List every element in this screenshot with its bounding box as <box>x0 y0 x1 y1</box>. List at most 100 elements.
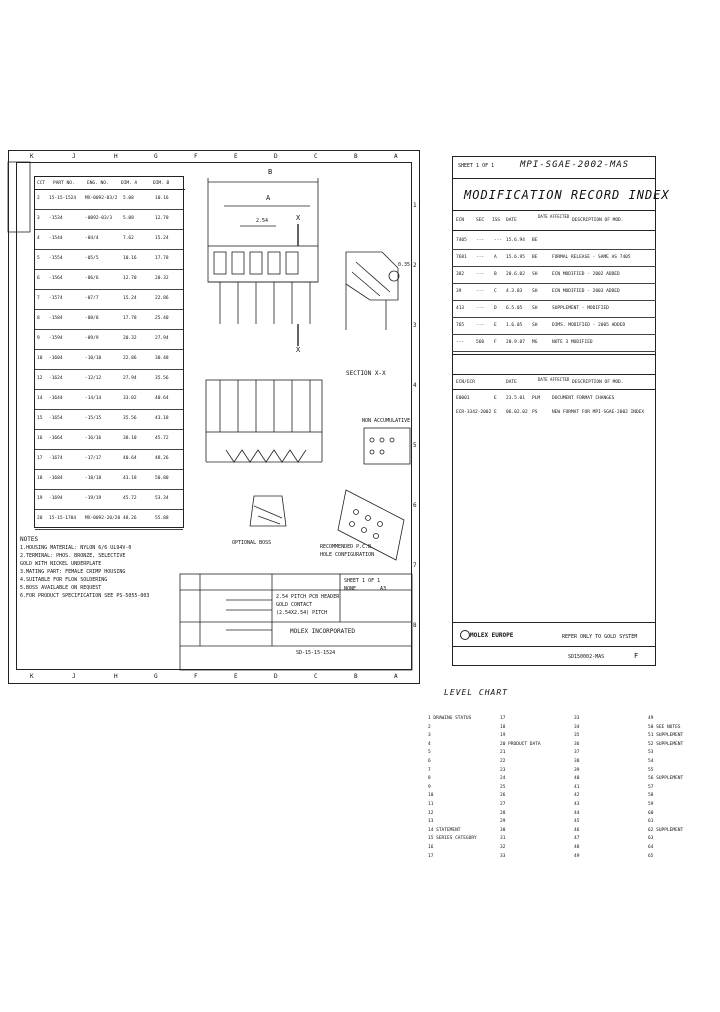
grid-letter: F <box>194 673 198 680</box>
level-chart-entry: 57 <box>648 784 654 790</box>
footer-header-date: DATE <box>506 380 517 385</box>
level-chart-entry: 29 <box>500 819 506 825</box>
cell-a: 15.24 <box>123 296 137 301</box>
cell-b: 45.72 <box>155 436 169 441</box>
level-chart-entry: 23 <box>500 767 506 773</box>
mod-footer-cell-ecn: ECR-3342-2002 <box>456 410 492 415</box>
cell-eng: -19/19 <box>85 496 102 501</box>
level-chart-entry: 28 <box>500 810 506 816</box>
divider <box>452 646 656 647</box>
mod-cell-chk: BE <box>532 238 538 243</box>
doc-number: SD-15-15-1524 <box>296 650 336 656</box>
level-chart-entry: 56 SUPPLEMENT <box>648 776 684 782</box>
pcb-label-2: HOLE CONFIGURATION <box>320 552 375 558</box>
level-chart-entry: 34 <box>574 724 580 730</box>
mod-cell-date: 1.6.05 <box>506 323 523 328</box>
grid-letter: A <box>394 153 398 160</box>
grid-letter: C <box>314 673 318 680</box>
cell-part: 15-15-1524 <box>49 196 77 201</box>
cell-part: -1534 <box>49 216 63 221</box>
mod-cell-iss: F <box>494 340 497 345</box>
cell-cct: 2 <box>37 196 40 201</box>
cell-a: 12.70 <box>123 276 137 281</box>
grid-letter: B <box>354 153 358 160</box>
cell-part: -1564 <box>49 276 63 281</box>
level-chart-entry: 46 <box>574 827 580 833</box>
header-part-no: PART NO. <box>53 181 75 186</box>
grid-number: 1 <box>413 202 417 209</box>
level-chart-entry: 7 <box>428 767 431 773</box>
level-chart-entry: 51 SUPPLEMENT <box>648 733 684 739</box>
cell-cct: 3 <box>37 216 40 221</box>
level-chart-entry: 54 <box>648 759 654 764</box>
mod-cell-chk: SH <box>532 306 538 311</box>
grid-number: 6 <box>413 502 417 509</box>
cell-part: -1674 <box>49 456 63 461</box>
mod-cell-desc: ECN MODIFIED - 2003 ADDED <box>552 289 620 294</box>
pitch-label: 2.54 <box>256 218 269 224</box>
grid-letters-bottom: K J H G F E D C B A <box>16 673 412 681</box>
cell-cct: 8 <box>37 316 40 321</box>
mod-cell-iss: --- <box>494 238 503 243</box>
cell-b: 27.94 <box>155 336 169 341</box>
cell-b: 48.26 <box>155 456 169 461</box>
mod-cell-iss: B <box>494 272 497 277</box>
mod-cell-sec: --- <box>476 306 485 311</box>
level-chart-entry: 49 <box>648 716 654 721</box>
cell-part: -1684 <box>49 476 63 481</box>
dim-pcb-label: 0.35 <box>398 262 411 268</box>
cell-a: 22.86 <box>123 356 137 361</box>
grid-number: 2 <box>413 262 417 269</box>
level-chart-entry: 21 <box>500 750 506 756</box>
mod-note: REFER ONLY TO GOLD SYSTEM <box>562 634 638 640</box>
level-chart-entry: 52 SUPPLEMENT <box>648 741 684 747</box>
level-chart-entry: 60 <box>648 810 654 816</box>
section-mark-top: X <box>296 214 301 222</box>
grid-letter: G <box>154 673 158 680</box>
cell-eng: -15/15 <box>85 416 102 421</box>
cell-part: -1604 <box>49 356 63 361</box>
mod-index-frame <box>452 156 656 666</box>
cell-cct: 6 <box>37 276 40 281</box>
cell-cct: 7 <box>37 296 40 301</box>
cell-part: -1644 <box>49 396 63 401</box>
level-chart-entry: 55 <box>648 767 654 773</box>
level-chart-title: LEVEL CHART <box>444 688 508 697</box>
mod-cell-date: 6.5.05 <box>506 306 523 311</box>
cell-cct: 10 <box>37 356 43 361</box>
level-chart-entry: 26 <box>500 793 506 799</box>
mod-cell-ecn: 765 <box>456 323 465 328</box>
size-value: A3 <box>380 586 387 592</box>
level-chart-entry: 27 <box>500 802 506 807</box>
grid-letter: A <box>394 673 398 680</box>
cell-a: 38.10 <box>123 436 137 441</box>
level-chart-entry: 36 <box>574 741 580 747</box>
cell-a: 5.08 <box>123 216 134 221</box>
cell-b: 22.86 <box>155 296 169 301</box>
cell-a: 40.64 <box>123 456 137 461</box>
mod-doc-number: MPI-SGAE-2002-MAS <box>520 160 630 170</box>
cell-eng: -07/7 <box>85 296 99 301</box>
cell-b: 20.32 <box>155 276 169 281</box>
grid-letter: H <box>114 673 118 680</box>
divider <box>452 354 656 355</box>
level-chart-entry: 15 SERIES CATEGORY <box>428 836 477 842</box>
mod-header-date: DATE <box>506 218 517 223</box>
grid-letter: E <box>234 153 238 160</box>
cell-cct: 12 <box>37 376 43 381</box>
cell-b: 55.88 <box>155 516 169 521</box>
grid-letter: D <box>274 673 278 680</box>
divider <box>452 210 656 211</box>
cell-a: 20.32 <box>123 336 137 341</box>
mod-cell-desc: ECN MODIFIED - 2002 ADDED <box>552 272 620 277</box>
mod-company: MOLEX EUROPE <box>470 632 514 639</box>
level-chart-entry: 14 STATEMENT <box>428 827 461 833</box>
mod-cell-ecn: 382 <box>456 272 465 277</box>
